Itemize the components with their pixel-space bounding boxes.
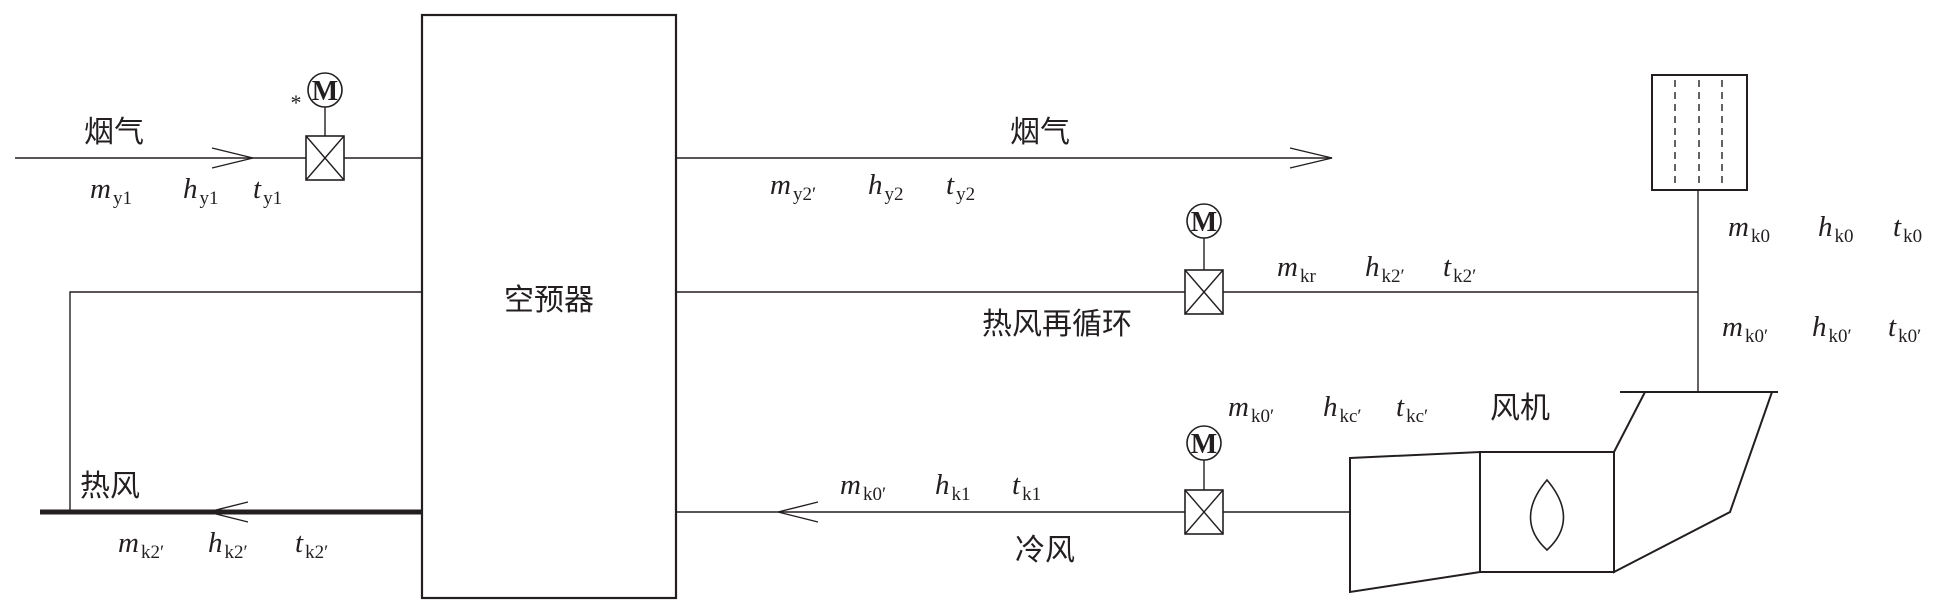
flue-gas-in-label: 烟气 (84, 115, 144, 150)
flue-gas-damper[interactable]: M * (291, 72, 345, 181)
recirculation-damper[interactable]: M (1184, 203, 1224, 315)
asterisk-mark: * (291, 90, 302, 115)
motor-icon (307, 72, 343, 108)
hot-air-outlet-line (40, 501, 422, 523)
svg-text:M: M (312, 76, 338, 107)
air-filter-icon (1651, 74, 1748, 191)
svg-text:M: M (1191, 429, 1217, 460)
left-loop-line (69, 291, 422, 512)
svg-text:M: M (1191, 207, 1217, 238)
cold-air-line (676, 501, 1350, 523)
motor-icon (1186, 425, 1222, 461)
motor-icon (1186, 203, 1222, 239)
hot-air-recirculation-label: 热风再循环 (982, 307, 1132, 342)
fan-label: 风机 (1490, 391, 1550, 426)
fan-icon (1349, 391, 1778, 594)
air-preheater-box (420, 13, 678, 600)
hot-air-label: 热风 (80, 469, 140, 504)
flue-gas-outlet-line (676, 147, 1333, 169)
air-preheater-label: 空预器 (504, 283, 594, 318)
flue-gas-inlet-line (15, 147, 422, 169)
cold-air-label: 冷风 (1015, 533, 1075, 568)
cold-air-damper[interactable]: M (1184, 425, 1224, 535)
flue-gas-out-label: 烟气 (1010, 115, 1070, 150)
